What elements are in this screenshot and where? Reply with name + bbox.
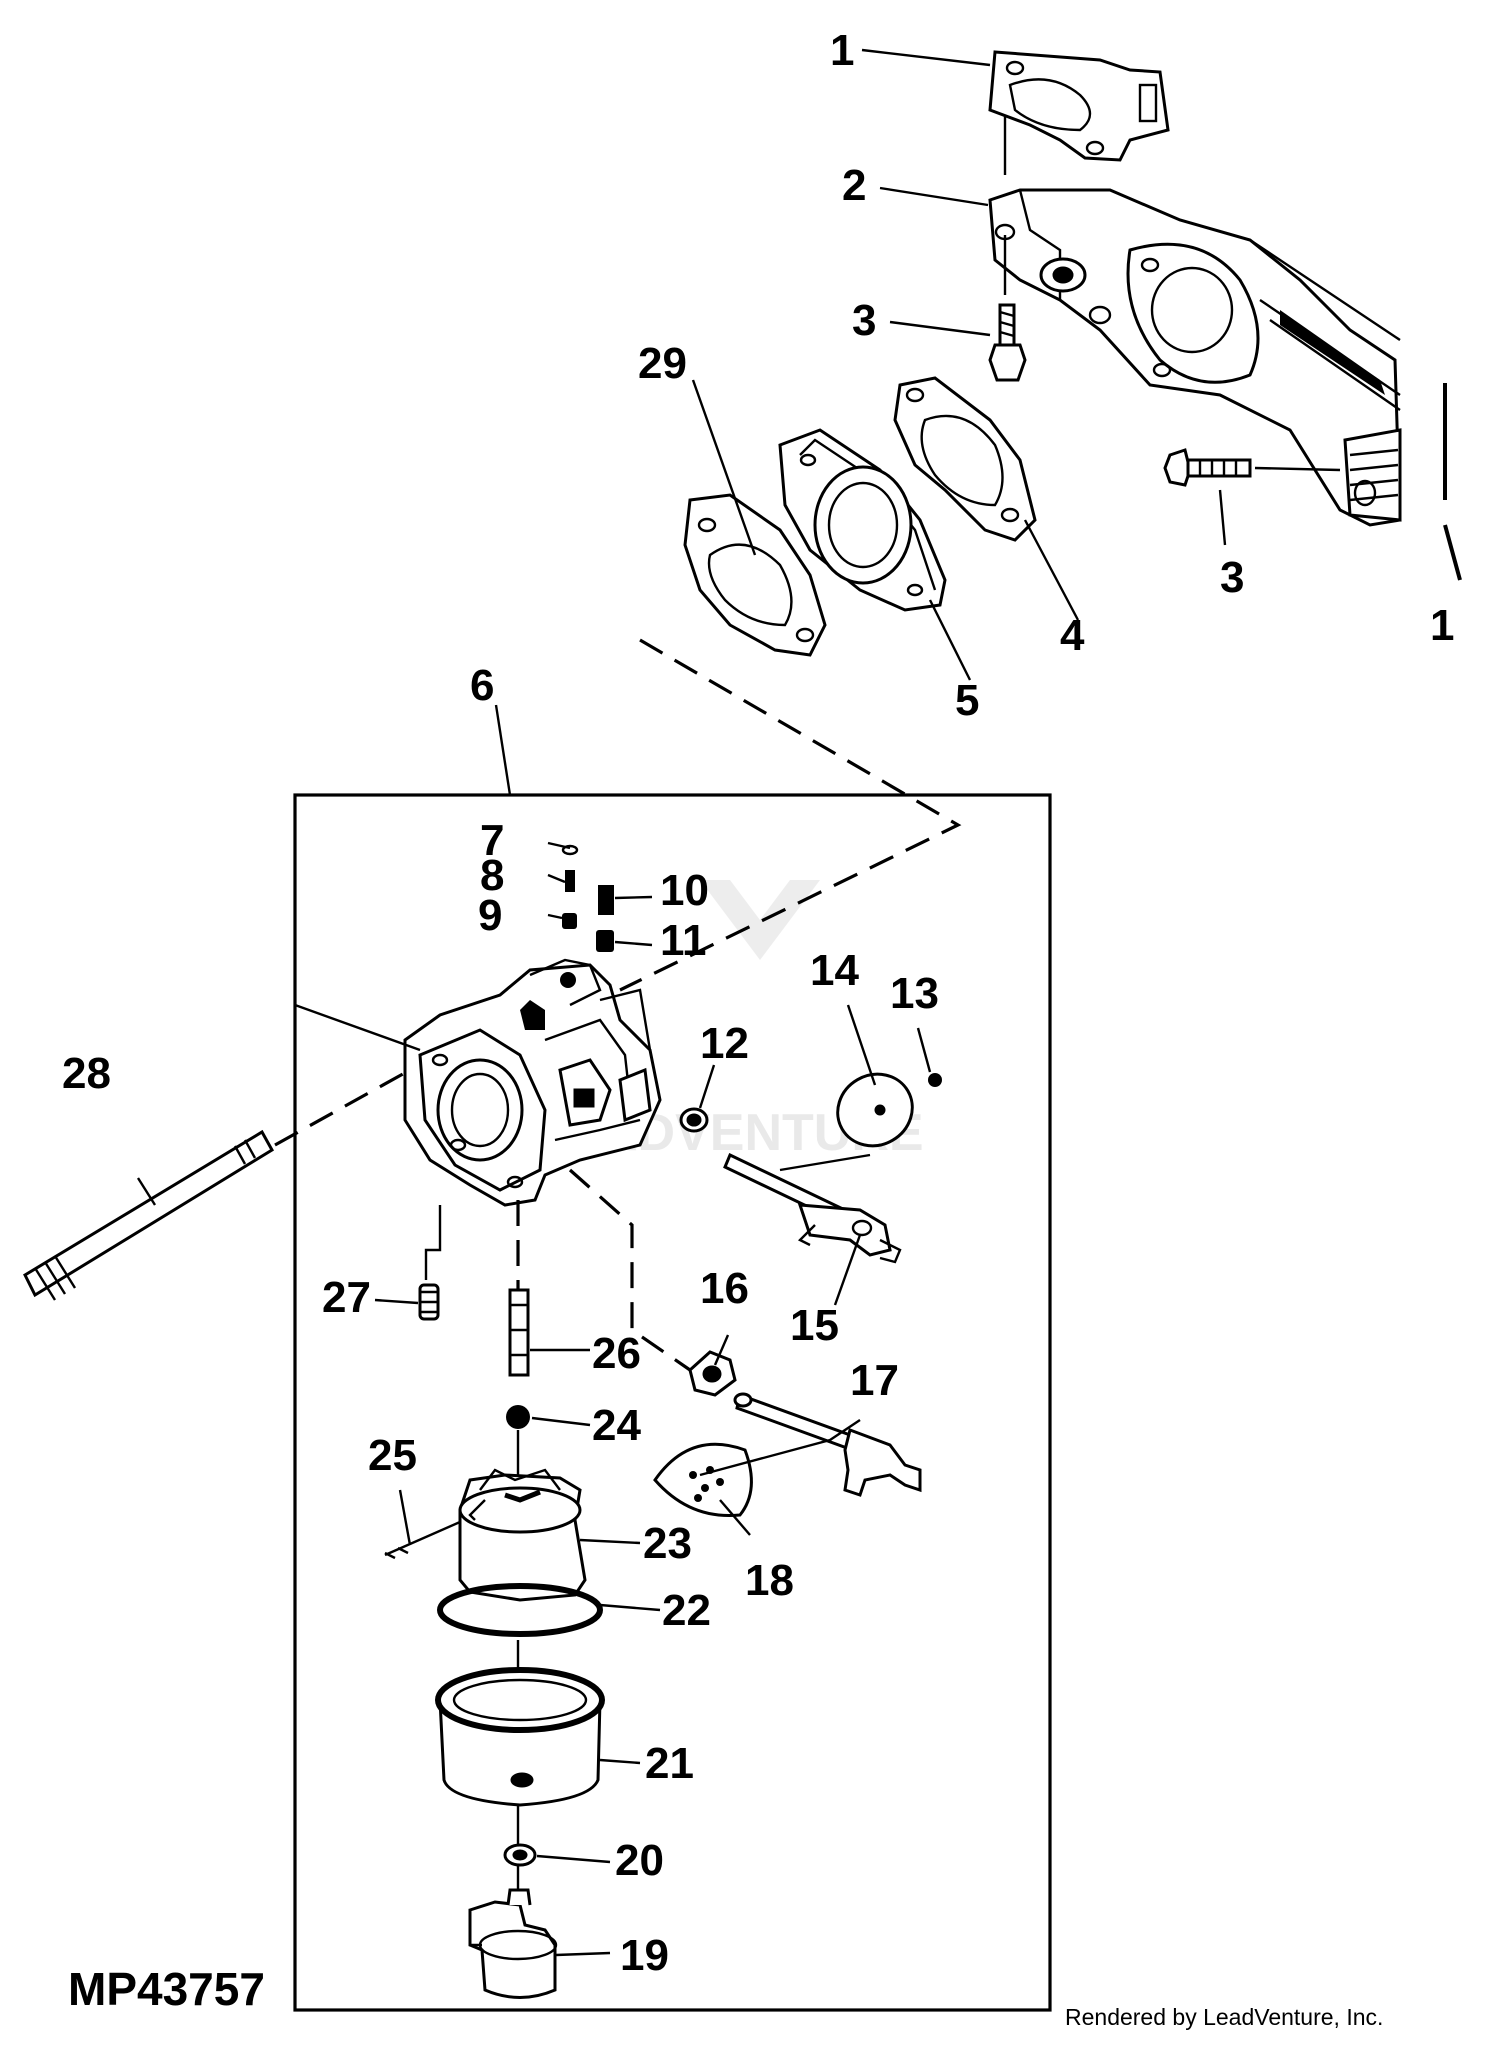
- float-23: [458, 1468, 587, 1602]
- callout-11: 11: [660, 916, 707, 965]
- parts-7-to-11: [561, 844, 614, 952]
- figure-id: MP43757: [68, 1963, 265, 2015]
- callout-23: 23: [643, 1519, 692, 1568]
- bushing-16: [688, 1350, 737, 1397]
- callout-3-left: 3: [852, 296, 876, 345]
- render-credit: Rendered by LeadVenture, Inc.: [1065, 2004, 1383, 2030]
- callout-25: 25: [368, 1431, 417, 1480]
- callout-10: 10: [660, 866, 709, 915]
- bolt-3-horizontal: [1163, 448, 1252, 487]
- spacer-5: [778, 428, 947, 612]
- callout-17: 17: [850, 1356, 899, 1405]
- callout-8: 8: [480, 851, 504, 900]
- throttle-shaft-17: [733, 1392, 922, 1497]
- bolt-3-vertical: [988, 303, 1027, 382]
- callout-14: 14: [810, 946, 859, 995]
- gasket-29: [683, 493, 827, 657]
- jet-27: [418, 1283, 440, 1321]
- shaft-28: [23, 1068, 411, 1301]
- throttle-plate-18: [653, 1442, 753, 1518]
- callout-3-right: 3: [1220, 553, 1244, 602]
- callout-28: 28: [62, 1049, 111, 1098]
- callout-19: 19: [620, 1931, 669, 1980]
- callout-9: 9: [478, 891, 502, 940]
- pin-25: [384, 1520, 461, 1560]
- axis-16-dash: [568, 1168, 691, 1372]
- bowl-21: [435, 1667, 605, 1807]
- callout-5: 5: [955, 676, 979, 725]
- choke-plate-14: [836, 1072, 914, 1148]
- gasket-4: [893, 376, 1037, 542]
- callout-24: 24: [592, 1401, 641, 1450]
- callout-29: 29: [638, 339, 687, 388]
- washer-20: [503, 1843, 537, 1867]
- body-leader: [294, 1003, 421, 1052]
- callout-18: 18: [745, 1556, 794, 1605]
- callout-12: 12: [700, 1019, 749, 1068]
- callout-20: 20: [615, 1836, 664, 1885]
- choke-shaft-15: [723, 1152, 902, 1264]
- gasket-1-top: [988, 50, 1170, 162]
- callout-22: 22: [662, 1586, 711, 1635]
- callout-15: 15: [790, 1301, 839, 1350]
- intake-manifold-2: [988, 188, 1402, 527]
- callout-27: 27: [322, 1273, 371, 1322]
- kit-box: [293, 793, 1052, 2012]
- callout-26: 26: [592, 1329, 641, 1378]
- callout-1-right: 1: [1430, 601, 1454, 650]
- axis-27-leader: [424, 1205, 442, 1280]
- callout-1-top: 1: [830, 26, 854, 75]
- carburetor-body: [403, 958, 662, 1207]
- seal-12: [679, 1107, 709, 1133]
- callout-7: 7: [480, 816, 504, 865]
- solenoid-19: [468, 1888, 558, 1999]
- leader-lines: [136, 48, 1462, 1957]
- needle-24: [506, 1405, 530, 1429]
- callout-16: 16: [700, 1264, 749, 1313]
- callout-6: 6: [470, 661, 494, 710]
- callout-4: 4: [1060, 611, 1085, 660]
- callout-21: 21: [645, 1739, 694, 1788]
- callout-13: 13: [890, 969, 939, 1018]
- assembly-centerline: [619, 638, 962, 992]
- screw-13: [928, 1073, 942, 1087]
- tube-26: [508, 1288, 530, 1377]
- o-ring-22: [437, 1583, 603, 1637]
- callout-2: 2: [842, 161, 866, 210]
